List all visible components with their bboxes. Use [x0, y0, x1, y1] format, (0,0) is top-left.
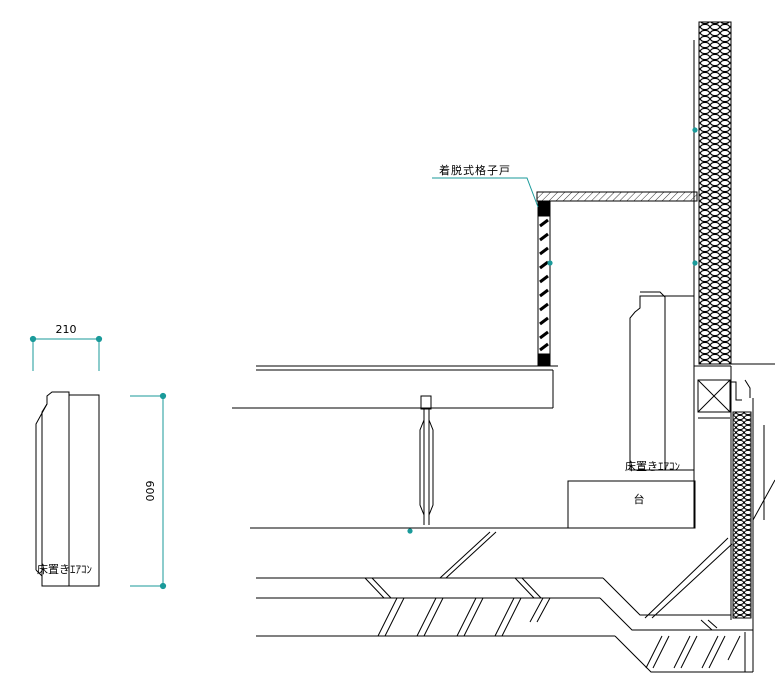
- wall-insulation-upper: [698, 21, 732, 365]
- ac-detail: [35, 391, 100, 587]
- ceiling-beam: [536, 191, 698, 202]
- grille-door-label: 着脱式格子戸: [439, 163, 511, 177]
- stand: [567, 480, 696, 529]
- width-dimension-value: 210: [56, 323, 77, 336]
- grille-door: [537, 201, 551, 367]
- ac-detail-body: [41, 391, 100, 587]
- junction-box: [697, 379, 731, 413]
- foundation-hatch: [364, 577, 741, 669]
- main-section: [232, 21, 775, 673]
- ac-main-body: [629, 295, 695, 471]
- reference-points: [407, 127, 698, 534]
- height-dimension-value: 600: [143, 481, 156, 502]
- ac-main-label: 床置きｴｱｺﾝ: [625, 459, 680, 473]
- width-dimension: [29, 335, 103, 371]
- wall-insulation-lower: [732, 411, 752, 619]
- stand-label: 台: [634, 492, 645, 506]
- height-dimension: [130, 392, 167, 590]
- ac-detail-label: 床置きｴｱｺﾝ: [37, 562, 92, 576]
